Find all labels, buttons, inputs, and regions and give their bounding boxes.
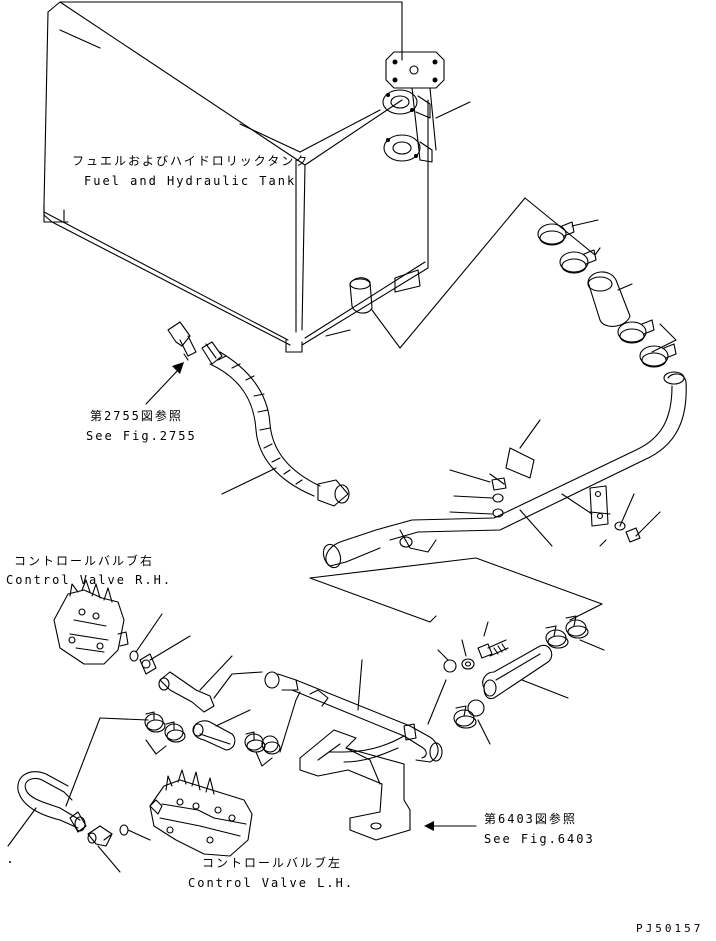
clamp-hose-set-upper — [372, 198, 676, 367]
mounting-bracket — [300, 730, 476, 840]
fuel-hydraulic-tank — [44, 2, 470, 352]
drawing-number: PJ50157 — [636, 922, 704, 935]
ref-6403-jp: 第6403図参照 — [484, 812, 577, 826]
lower-pipe-assembly — [214, 660, 446, 762]
ref-2755-jp: 第2755図参照 — [90, 409, 183, 423]
tank-label-jp: フュエルおよびハイドロリックタンク — [72, 154, 310, 168]
lower-plane-outline — [310, 558, 602, 622]
control-valve-lh-en: Control Valve L.H. — [188, 876, 355, 890]
control-valve-lh — [150, 770, 252, 856]
main-suction-pipe — [320, 372, 686, 570]
tank-label-en: Fuel and Hydraulic Tank — [84, 174, 297, 188]
ref-6403-en: See Fig.6403 — [484, 832, 595, 846]
stray-dot — [9, 861, 11, 863]
control-valve-rh-jp: コントロールバルブ右 — [14, 554, 155, 568]
hose-clamp-set-lower — [438, 604, 604, 744]
ref-2755-en: See Fig.2755 — [86, 429, 197, 443]
control-valve-lh-jp: コントロールバルブ左 — [202, 856, 343, 870]
hose-clamp-set-left — [8, 710, 280, 872]
control-valve-rh — [54, 580, 232, 712]
hose-assembly-left — [146, 322, 349, 506]
control-valve-rh-en: Control Valve R.H. — [6, 573, 173, 587]
